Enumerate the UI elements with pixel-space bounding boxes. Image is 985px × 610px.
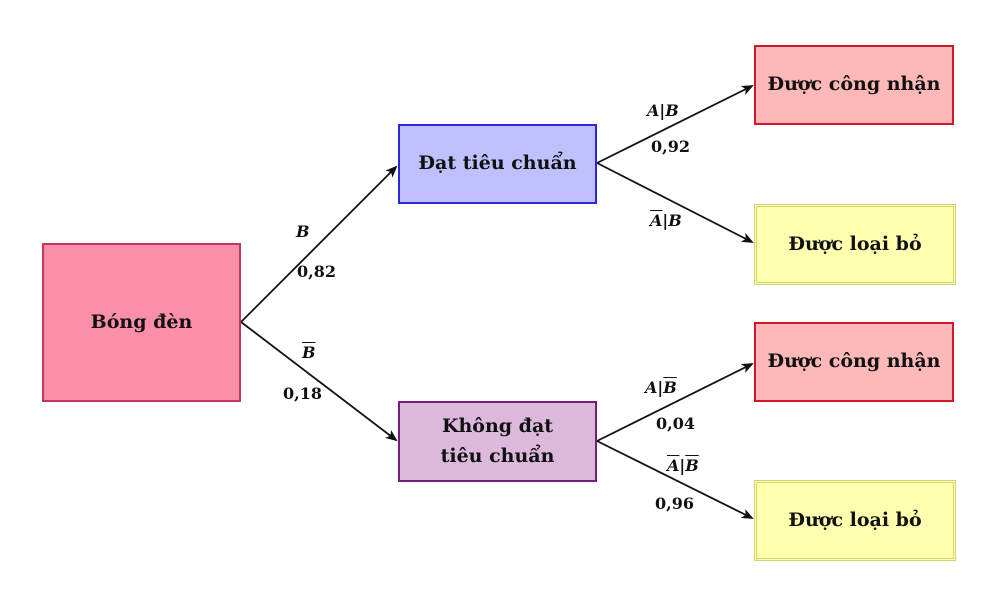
edge-label-a-given-b: A|B [647, 101, 679, 120]
edge-prob-fail-accept: 0,04 [656, 414, 695, 433]
node-fail-standard: Không đạt tiêu chuẩn [398, 401, 597, 482]
event-a-complement: A [650, 211, 663, 230]
node-pass-rejected: Được loại bỏ [754, 204, 956, 285]
node-root-label: Bóng đèn [90, 310, 193, 333]
node-pass-standard: Đạt tiêu chuẩn [398, 124, 597, 204]
node-fail-rejected-label: Được loại bỏ [788, 508, 922, 531]
edge-root-to-fail [240, 321, 398, 442]
event-b-complement: B [302, 343, 316, 362]
node-pass-accepted-label: Được công nhận [767, 73, 941, 96]
given-bar: | [662, 211, 669, 230]
node-pass-rejected-label: Được loại bỏ [788, 232, 922, 255]
event-b: B [668, 211, 682, 230]
edge-pass-to-reject [596, 162, 754, 243]
node-fail-accepted: Được công nhận [754, 322, 954, 402]
event-b: B [665, 101, 679, 120]
node-fail-label-line2: tiêu chuẩn [440, 444, 555, 467]
event-a-complement: A [667, 456, 680, 475]
node-root-bulb: Bóng đèn [42, 243, 241, 402]
node-fail-accepted-label: Được công nhận [767, 350, 941, 373]
given-bar: | [657, 378, 664, 397]
node-fail-label-line1: Không đạt [441, 415, 554, 438]
edge-label-a-bar-given-b: A|B [650, 211, 682, 230]
event-b-complement: B [685, 456, 699, 475]
node-fail-rejected: Được loại bỏ [754, 480, 956, 561]
edge-root-to-pass [240, 165, 398, 323]
event-b-complement: B [663, 378, 677, 397]
edge-label-b-bar: B [302, 343, 316, 362]
node-pass-accepted: Được công nhận [754, 45, 954, 125]
edge-label-a-given-b-bar: A|B [645, 378, 677, 397]
edge-prob-root-pass: 0,82 [297, 262, 336, 281]
event-b: B [296, 222, 310, 241]
edge-pass-to-accept [596, 85, 754, 164]
node-pass-label: Đạt tiêu chuẩn [418, 152, 577, 175]
edge-label-a-bar-given-b-bar: A|B [667, 456, 699, 475]
event-a: A [647, 101, 660, 120]
given-bar: | [679, 456, 686, 475]
edge-prob-fail-reject: 0,96 [655, 494, 694, 513]
event-a: A [645, 378, 658, 397]
edge-fail-to-accept [596, 363, 754, 442]
edge-prob-root-fail: 0,18 [283, 384, 322, 403]
edge-fail-to-reject [596, 440, 754, 519]
given-bar: | [659, 101, 666, 120]
edge-label-b: B [296, 222, 310, 241]
edge-prob-pass-accept: 0,92 [651, 137, 690, 156]
